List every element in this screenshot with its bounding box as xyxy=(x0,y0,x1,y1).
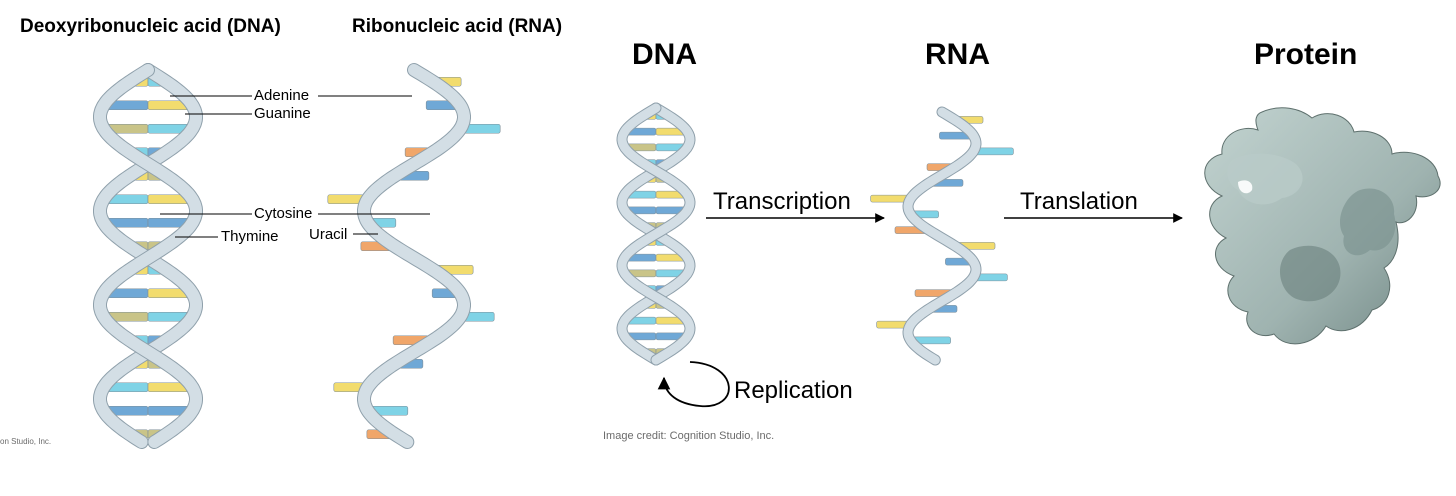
rna-small-strand-illustration xyxy=(870,106,1014,366)
replication-label: Replication xyxy=(734,377,853,404)
replication-loop-arrow xyxy=(657,361,730,407)
sugar-phosphate-backbone-fill xyxy=(617,103,695,365)
label-uracil: Uracil xyxy=(309,226,348,243)
label-thymine: Thymine xyxy=(221,228,279,245)
rna-single-strand-illustration xyxy=(327,63,501,449)
rna-full-name-title: Ribonucleic acid (RNA) xyxy=(352,16,563,37)
label-guanine: Guanine xyxy=(254,105,311,122)
dna-title: DNA xyxy=(632,38,697,71)
dna-double-helix-illustration xyxy=(93,63,203,449)
sugar-phosphate-backbone-fill xyxy=(358,64,470,448)
sugar-phosphate-backbone-fill xyxy=(903,107,981,365)
protein-blob-illustration xyxy=(1204,107,1441,345)
right-image-credit: Image credit: Cognition Studio, Inc. xyxy=(603,430,775,442)
protein-title: Protein xyxy=(1254,38,1358,71)
left-image-credit-fragment: on Studio, Inc. xyxy=(0,437,52,446)
dna-small-helix-illustration xyxy=(616,102,696,366)
dna-full-name-title: Deoxyribonucleic acid (DNA) xyxy=(20,16,281,37)
label-leader-lines xyxy=(160,95,430,238)
translation-label: Translation xyxy=(1020,188,1138,215)
transcription-label: Transcription xyxy=(713,188,851,215)
label-adenine: Adenine xyxy=(254,87,310,104)
label-cytosine: Cytosine xyxy=(254,205,313,222)
sugar-phosphate-backbone-fill xyxy=(94,64,202,448)
rna-title: RNA xyxy=(925,38,990,71)
